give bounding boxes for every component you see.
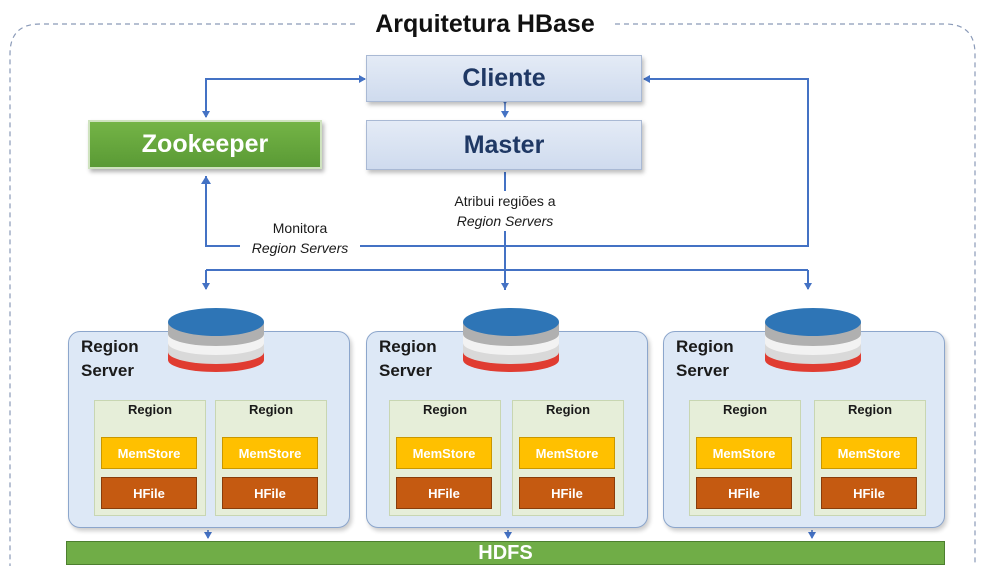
- zookeeper-box: Zookeeper: [88, 120, 322, 169]
- region: Region MemStore HFile: [389, 400, 501, 516]
- master-label: Master: [463, 130, 545, 159]
- region-label: Region: [248, 402, 294, 417]
- hfile-box: HFile: [519, 477, 615, 509]
- zookeeper-label: Zookeeper: [141, 130, 269, 158]
- region-label: Region: [422, 402, 468, 417]
- database-icon: [463, 308, 559, 372]
- diagram-title: Arquitetura HBase: [355, 6, 615, 42]
- hdfs-label: HDFS: [478, 541, 533, 564]
- region-label: Region: [722, 402, 768, 417]
- region: Region MemStore HFile: [512, 400, 624, 516]
- note-monitora: Monitora Region Servers: [240, 218, 360, 258]
- region: Region MemStore HFile: [94, 400, 206, 516]
- memstore-box: MemStore: [222, 437, 318, 469]
- region: Region MemStore HFile: [814, 400, 926, 516]
- cliente-label: Cliente: [462, 64, 546, 92]
- hfile-box: HFile: [101, 477, 197, 509]
- memstore-box: MemStore: [101, 437, 197, 469]
- hfile-box: HFile: [696, 477, 792, 509]
- hfile-box: HFile: [821, 477, 917, 509]
- hfile-box: HFile: [222, 477, 318, 509]
- note-atribui: Atribui regiões a Region Servers: [440, 191, 570, 231]
- memstore-box: MemStore: [821, 437, 917, 469]
- region-label: Region: [127, 402, 173, 417]
- memstore-box: MemStore: [696, 437, 792, 469]
- memstore-box: MemStore: [396, 437, 492, 469]
- master-box: Master: [366, 120, 642, 170]
- note-atribui-line2: Region Servers: [456, 213, 554, 229]
- database-icon: [168, 308, 264, 372]
- outer-frame: [9, 23, 976, 566]
- hfile-box: HFile: [396, 477, 492, 509]
- region-label: Region: [545, 402, 591, 417]
- region-label: Region: [847, 402, 893, 417]
- cliente-box: Cliente: [366, 55, 642, 102]
- memstore-box: MemStore: [519, 437, 615, 469]
- arrow-cliente-zookeeper: [202, 78, 365, 118]
- region: Region MemStore HFile: [689, 400, 801, 516]
- database-icon: [765, 308, 861, 372]
- note-monitora-line1: Monitora: [272, 220, 328, 236]
- note-monitora-line2: Region Servers: [251, 240, 349, 256]
- arrow-servers-cliente: [205, 75, 809, 247]
- note-atribui-line1: Atribui regiões a: [454, 193, 556, 209]
- hdfs-bar: HDFS: [66, 541, 945, 565]
- region: Region MemStore HFile: [215, 400, 327, 516]
